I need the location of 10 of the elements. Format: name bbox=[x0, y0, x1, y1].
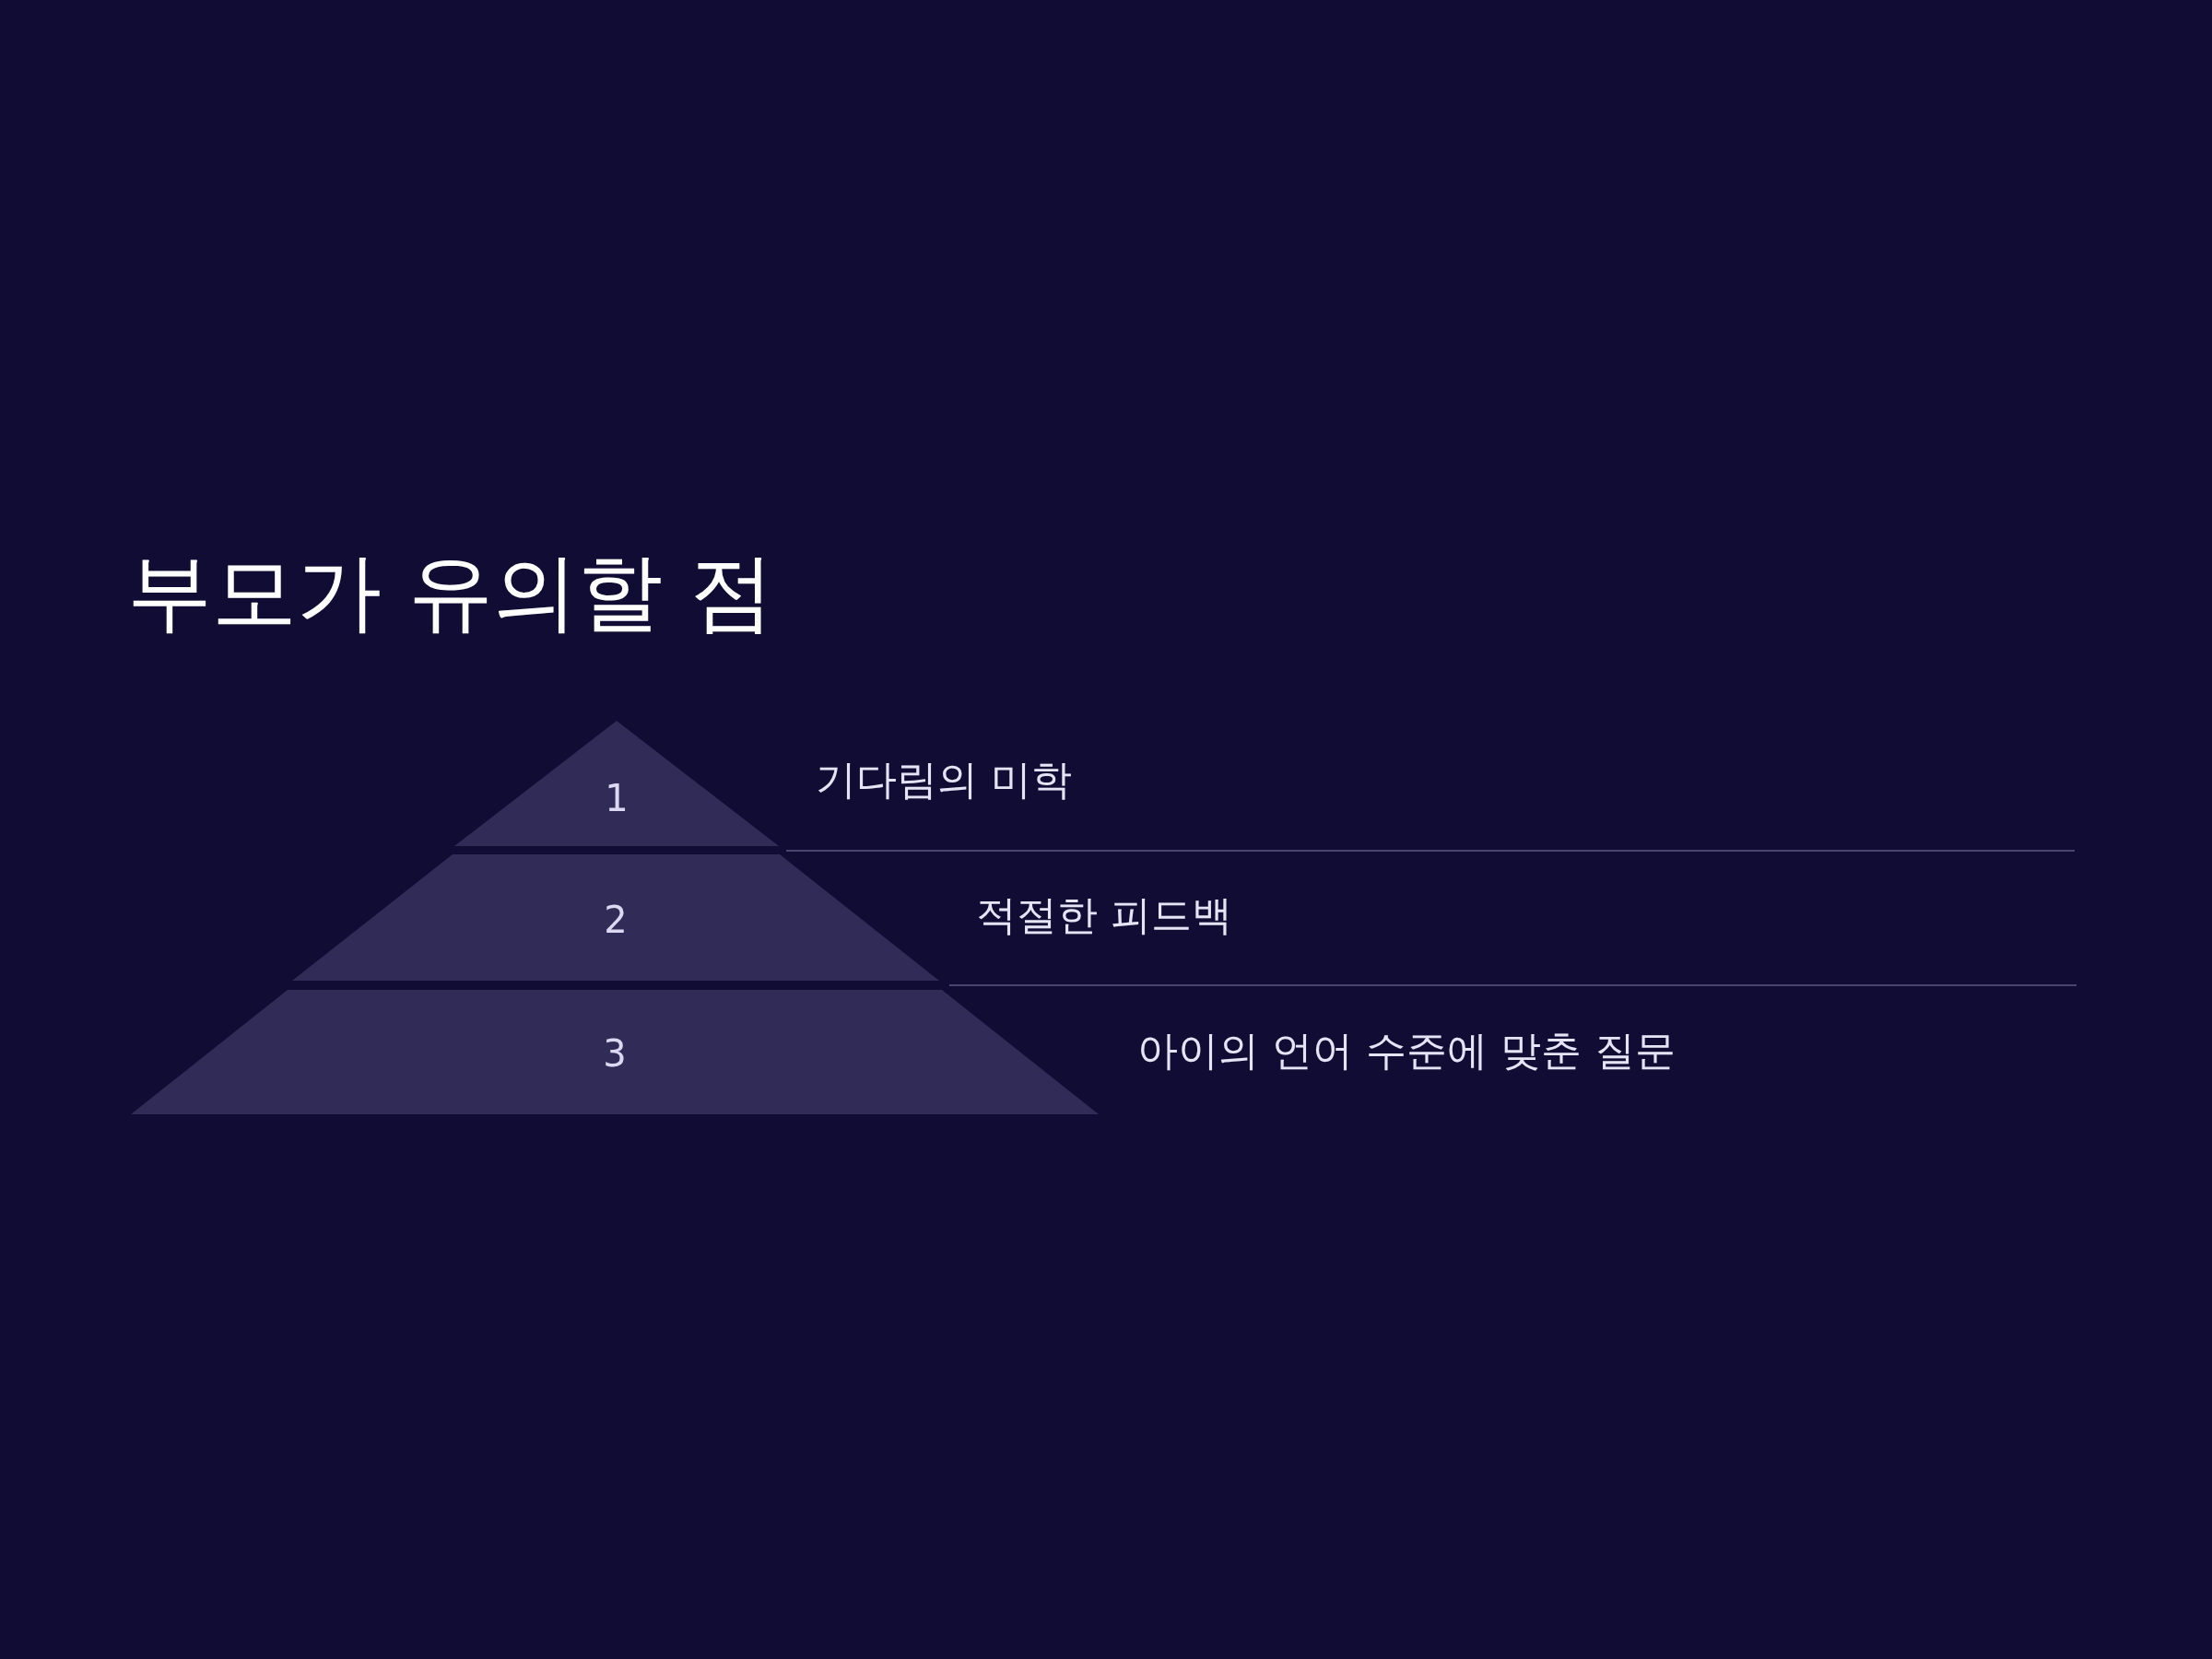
tier-number: 1 bbox=[605, 776, 629, 821]
pyramid-tier bbox=[131, 990, 1099, 1114]
tier-number: 3 bbox=[603, 1031, 627, 1077]
pyramid-tier bbox=[454, 721, 779, 846]
tier-number: 2 bbox=[604, 898, 628, 943]
tier-label: 아이의 언어 수준에 맞춘 질문 bbox=[1137, 1026, 1676, 1076]
slide-title: 부모가 유의할 점 bbox=[127, 542, 775, 643]
pyramid-tier bbox=[292, 854, 939, 981]
tier-label: 기다림의 미학 bbox=[816, 755, 1072, 805]
tier-label: 적절한 피드백 bbox=[976, 890, 1232, 940]
